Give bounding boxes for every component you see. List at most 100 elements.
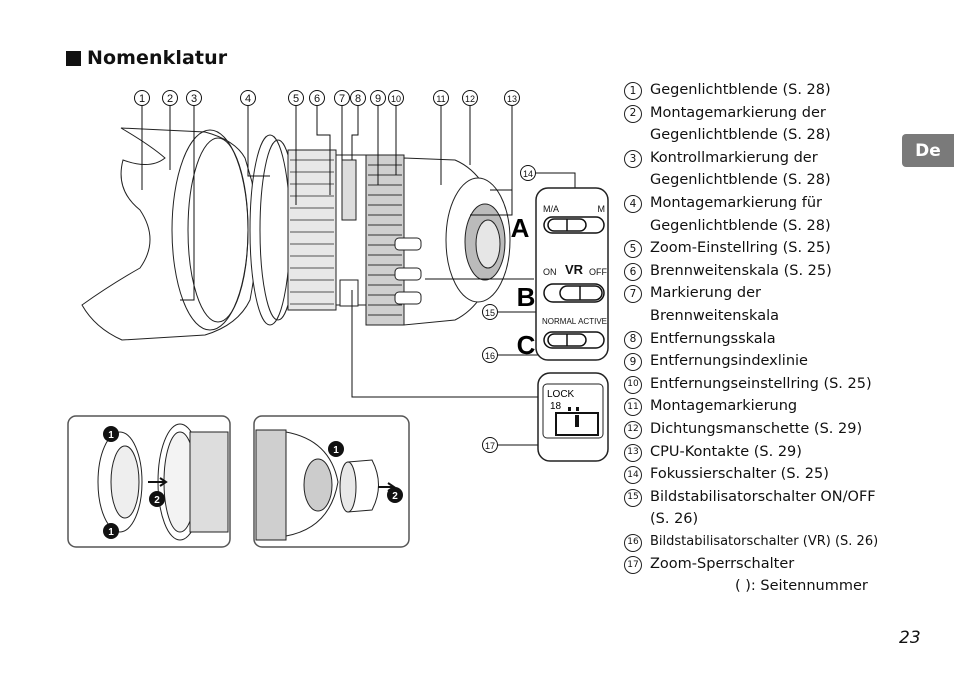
callout-1-label: 1 bbox=[139, 93, 145, 105]
item-number: 11 bbox=[624, 395, 650, 418]
callout-5: 5 bbox=[288, 90, 304, 106]
item-number: 5 bbox=[624, 237, 650, 260]
callout-11: 11 bbox=[433, 90, 449, 106]
callout-7-label: 7 bbox=[339, 93, 345, 105]
item-text: Brennweitenskala (S. 25) bbox=[650, 262, 832, 279]
item-text: Gegenlichtblende (S. 28) bbox=[650, 172, 831, 189]
switch-b-right-label: OFF bbox=[589, 267, 607, 277]
item-number-circle: 14 bbox=[624, 466, 642, 485]
vr-mode-switch[interactable] bbox=[543, 331, 605, 349]
item-text: Gegenlichtblende (S. 28) bbox=[650, 127, 831, 144]
callout-13: 13 bbox=[504, 90, 520, 106]
item-number: 1 bbox=[624, 79, 650, 102]
lock-value: 18 bbox=[550, 401, 562, 412]
page-number: 23 bbox=[899, 628, 921, 648]
item-number: 16 bbox=[624, 531, 650, 554]
list-item: (S. 26) bbox=[624, 508, 924, 531]
item-number: 10 bbox=[624, 373, 650, 396]
square-bullet-icon bbox=[66, 50, 81, 66]
item-number: 17 bbox=[624, 553, 650, 576]
callout-15-label: 15 bbox=[485, 308, 495, 318]
callout-17-label: 17 bbox=[485, 441, 495, 451]
switch-panel: A B C M/A M ON VR OFF NORMAL ACTIVE bbox=[511, 187, 609, 361]
vr-onoff-switch[interactable] bbox=[543, 283, 605, 303]
item-number-circle: 7 bbox=[624, 285, 642, 304]
callout-15: 15 bbox=[482, 304, 498, 320]
item-text: Zoom-Einstellring (S. 25) bbox=[650, 240, 831, 257]
item-number-circle: 17 bbox=[624, 556, 642, 575]
item-text: CPU-Kontakte (S. 29) bbox=[650, 443, 802, 460]
item-number-circle: 1 bbox=[624, 82, 642, 100]
callout-9-label: 9 bbox=[375, 93, 381, 105]
callout-5-label: 5 bbox=[293, 93, 299, 105]
item-number-circle: 15 bbox=[624, 488, 642, 507]
item-number: 8 bbox=[624, 328, 650, 351]
inset-rear-cap: 1 2 bbox=[253, 415, 410, 548]
switch-b-left-label: ON bbox=[543, 267, 557, 277]
item-number: 3 bbox=[624, 147, 650, 170]
item-text: Gegenlichtblende (S. 28) bbox=[650, 82, 831, 98]
item-number: 13 bbox=[624, 441, 650, 464]
callout-6: 6 bbox=[309, 90, 325, 106]
item-number-circle: 9 bbox=[624, 353, 642, 372]
callout-8: 8 bbox=[350, 90, 366, 106]
list-item: Gegenlichtblende (S. 28) bbox=[624, 124, 924, 147]
callout-16-label: 16 bbox=[485, 351, 495, 361]
front-cap-step-1: 1 bbox=[108, 430, 114, 441]
list-item: Gegenlichtblende (S. 28) bbox=[624, 169, 924, 192]
lock-label: LOCK bbox=[547, 389, 575, 400]
item-text: Entfernungsskala bbox=[650, 330, 776, 347]
list-item: 14 Fokussierschalter (S. 25) bbox=[624, 463, 924, 486]
language-tab[interactable]: De bbox=[902, 134, 954, 167]
callout-6-label: 6 bbox=[314, 93, 320, 105]
callout-3: 3 bbox=[186, 90, 202, 106]
switch-c-letter: C bbox=[517, 330, 536, 360]
lens-front-ring bbox=[249, 134, 291, 326]
callout-11-label: 11 bbox=[436, 94, 445, 104]
item-number-circle: 5 bbox=[624, 240, 642, 259]
lock-panel: LOCK 18 bbox=[537, 372, 609, 462]
callout-9: 9 bbox=[370, 90, 386, 106]
switch-a-right-label: M bbox=[598, 204, 606, 214]
item-number: 12 bbox=[624, 418, 650, 441]
callout-14: 14 bbox=[520, 165, 536, 181]
switch-a-left-label: M/A bbox=[543, 204, 559, 214]
item-number-circle: 4 bbox=[624, 194, 642, 213]
switch-b-letter: B bbox=[517, 282, 536, 312]
list-item: Brennweitenskala bbox=[624, 305, 924, 328]
callout-10: 10 bbox=[388, 90, 404, 106]
item-text: Fokussierschalter (S. 25) bbox=[650, 466, 829, 483]
item-number-circle: 3 bbox=[624, 149, 642, 168]
focus-switch[interactable] bbox=[543, 216, 605, 234]
language-tab-label: De bbox=[915, 140, 941, 161]
callout-13-label: 13 bbox=[507, 94, 517, 104]
switch-c-right-label: ACTIVE bbox=[578, 317, 607, 326]
item-number-circle: 13 bbox=[624, 443, 642, 462]
callout-17: 17 bbox=[482, 437, 498, 453]
list-item: 13 CPU-Kontakte (S. 29) bbox=[624, 441, 924, 464]
callout-2-label: 2 bbox=[167, 93, 173, 105]
front-cap-step-2: 2 bbox=[154, 495, 160, 506]
item-number: 7 bbox=[624, 282, 650, 305]
callout-4: 4 bbox=[240, 90, 256, 106]
item-indent bbox=[624, 215, 650, 238]
item-number-circle: 2 bbox=[624, 104, 642, 123]
item-number-circle: 11 bbox=[624, 398, 642, 417]
list-item: 15 Bildstabilisatorschalter ON/OFF bbox=[624, 486, 924, 509]
item-indent bbox=[624, 124, 650, 147]
callout-4-label: 4 bbox=[245, 93, 251, 105]
item-text: Bildstabilisatorschalter (VR) (S. 26) bbox=[650, 533, 879, 549]
item-indent bbox=[624, 169, 650, 192]
item-text: Bildstabilisatorschalter ON/OFF bbox=[650, 488, 876, 505]
